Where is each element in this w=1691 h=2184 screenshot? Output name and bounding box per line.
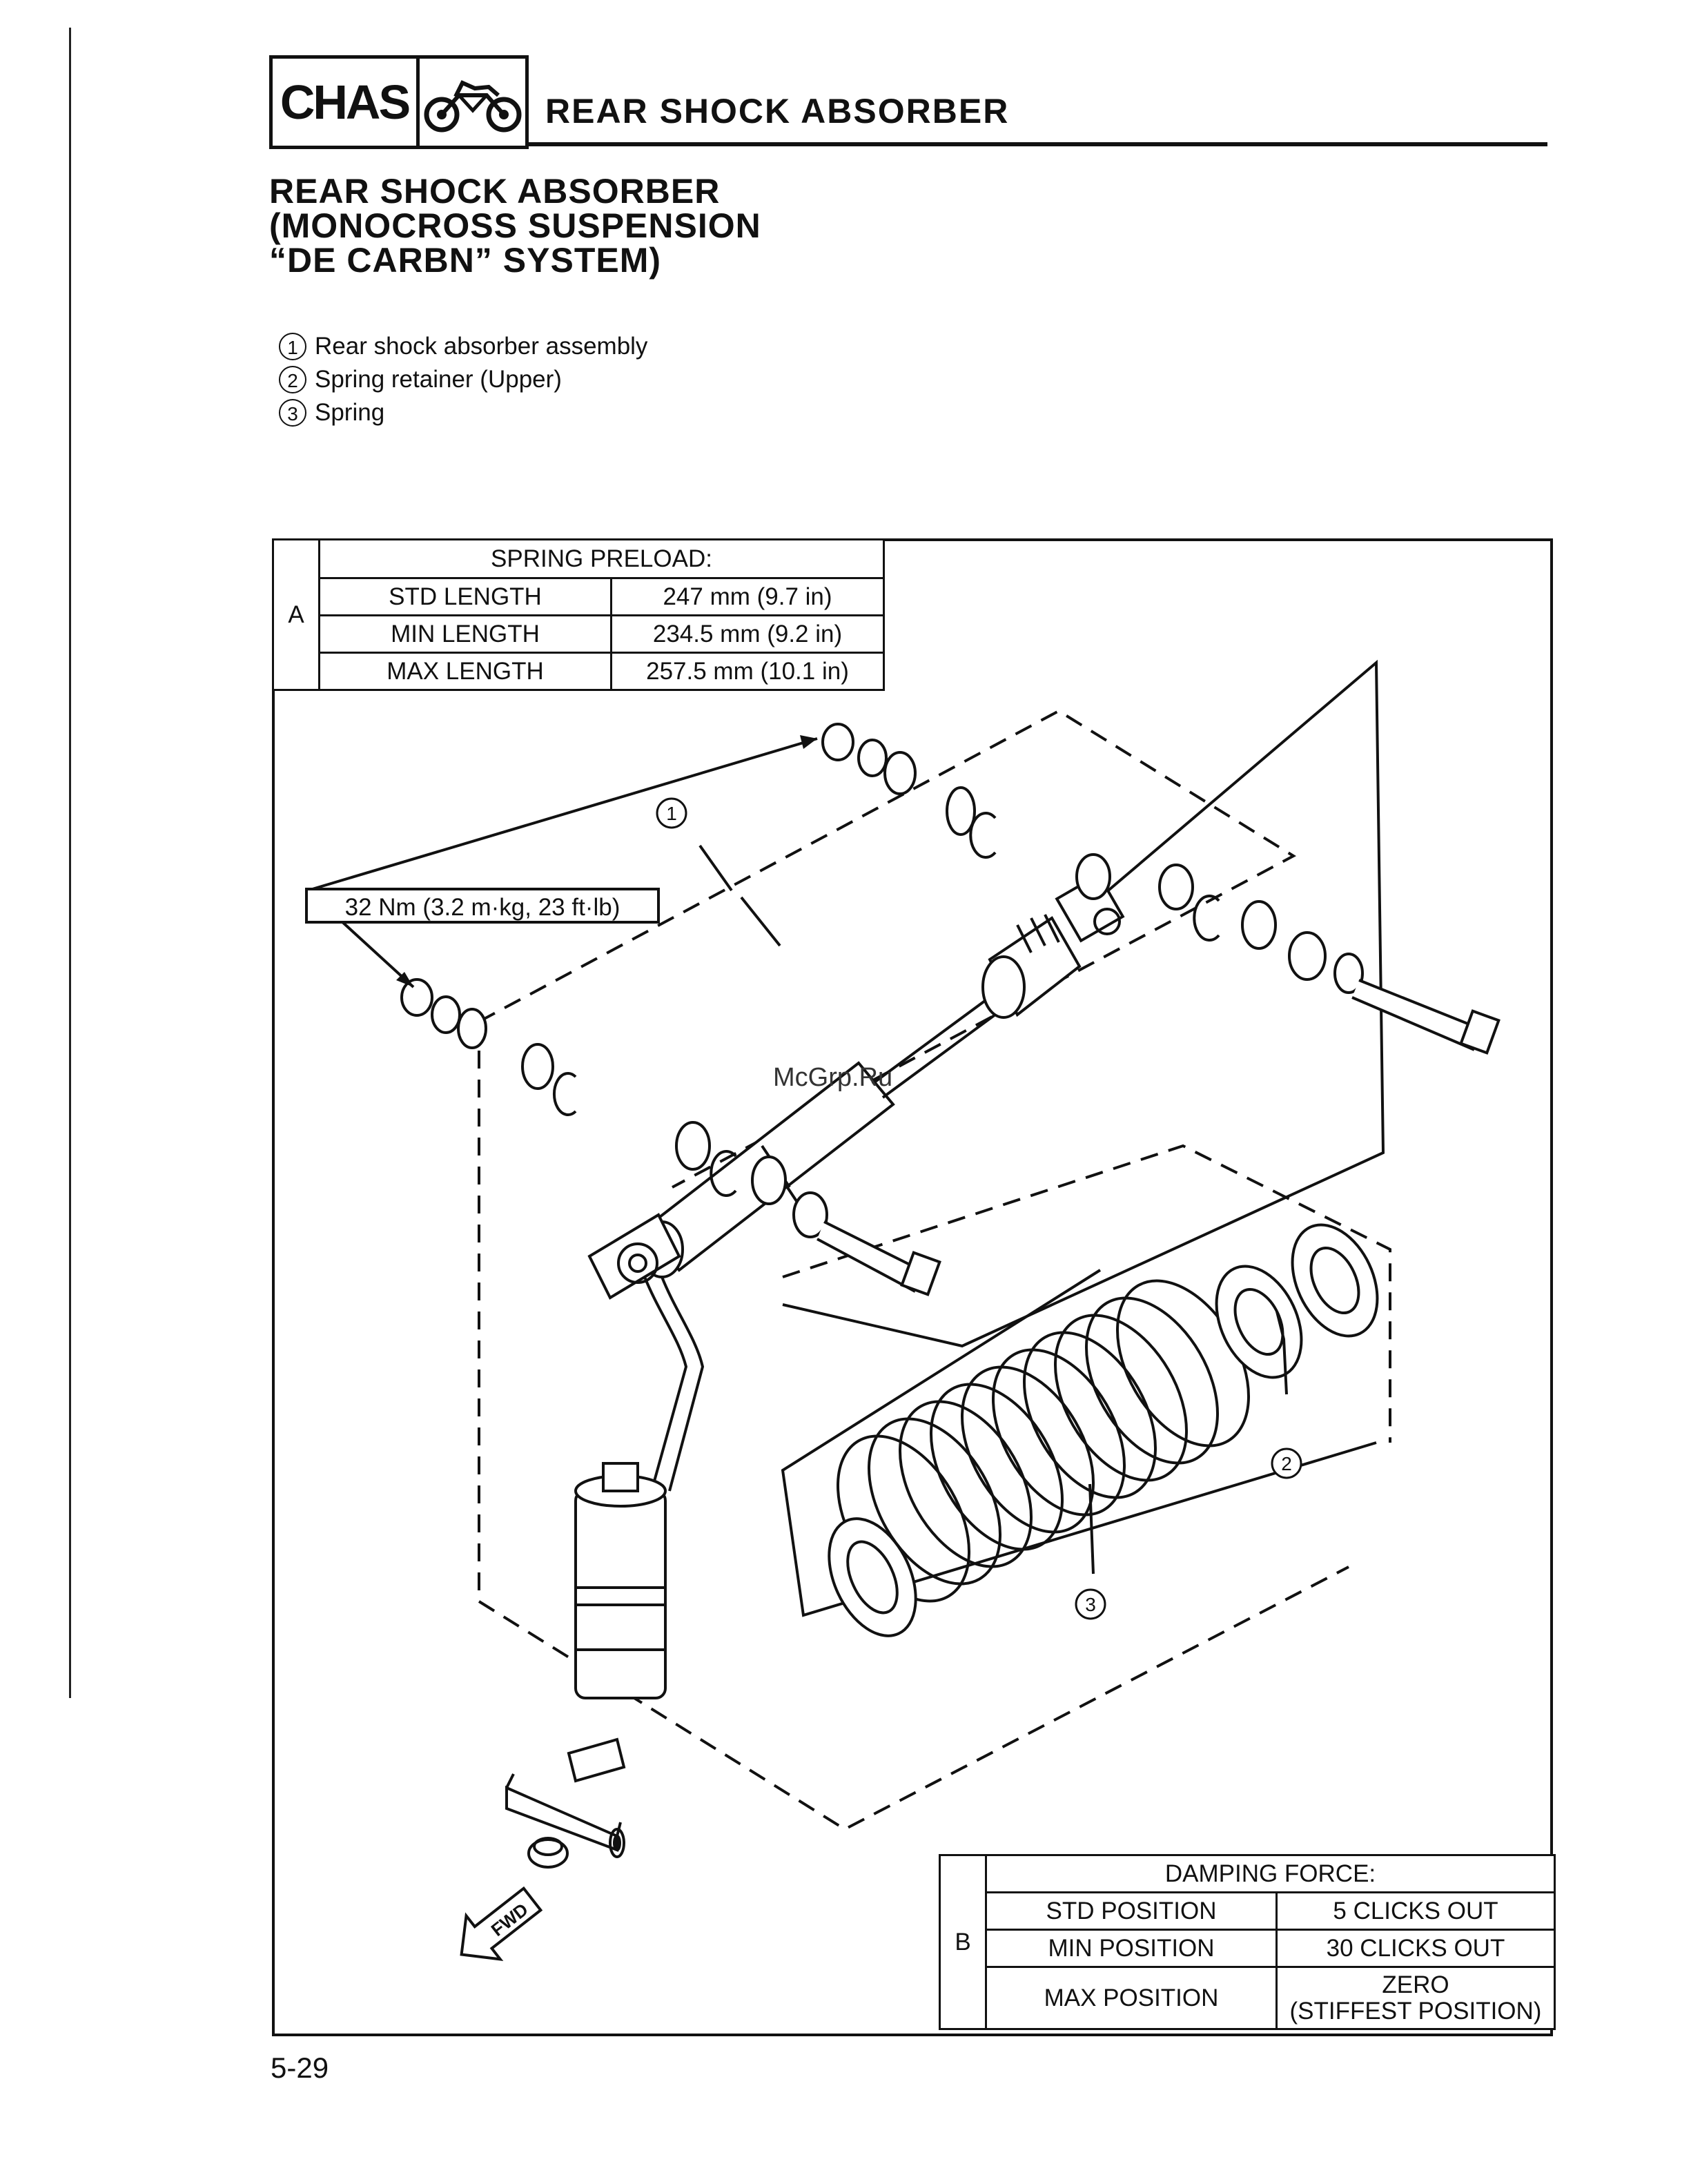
table-row: MAX LENGTH 257.5 mm (10.1 in)	[273, 652, 885, 691]
section-title-line1: REAR SHOCK ABSORBER	[269, 172, 721, 211]
table-b-letter: B	[939, 1854, 987, 2030]
fwd-arrow-icon: FWD	[460, 1886, 543, 1961]
section-title-line3: “DE CARBN” SYSTEM)	[269, 241, 662, 280]
upper-hardware	[821, 723, 1501, 1055]
shock-outline	[478, 709, 1297, 1189]
lower-hardware	[400, 978, 941, 1296]
svg-text:2: 2	[1281, 1453, 1292, 1474]
legend-label: Rear shock absorber assembly	[315, 333, 648, 360]
legend-label: Spring	[315, 399, 385, 426]
callout-1: 1	[656, 797, 687, 829]
section-title-line2: (MONOCROSS SUSPENSION	[269, 206, 761, 245]
damping-force-table: B DAMPING FORCE: STD POSITION 5 CLICKS O…	[939, 1854, 1556, 2030]
table-row: MAX POSITION ZERO (STIFFEST POSITION)	[940, 1966, 1556, 2030]
callout-number: 1	[279, 333, 306, 360]
parts-legend: 1 Rear shock absorber assembly 2 Spring …	[279, 330, 647, 429]
callout-number: 3	[279, 399, 306, 427]
page-number: 5-29	[271, 2051, 329, 2084]
legend-label: Spring retainer (Upper)	[315, 366, 562, 393]
callout-3: 3	[1075, 1588, 1106, 1620]
legend-item: 1 Rear shock absorber assembly	[279, 330, 647, 363]
svg-text:1: 1	[666, 803, 677, 824]
section-code: CHAS	[273, 59, 420, 146]
motorcycle-icon	[420, 59, 525, 146]
watermark: McGrp.Ru	[773, 1063, 893, 1092]
table-row: MIN POSITION 30 CLICKS OUT	[940, 1929, 1556, 1968]
diagram-frame	[272, 538, 1553, 2036]
table-row: STD LENGTH 247 mm (9.7 in)	[273, 577, 885, 616]
table-b-heading: DAMPING FORCE:	[985, 1854, 1556, 1893]
torque-label: 32 Nm (3.2 m·kg, 23 ft·lb)	[345, 894, 620, 921]
lower-eye	[587, 1213, 681, 1300]
header-rule	[529, 142, 1547, 146]
max-position-note: (STIFFEST POSITION)	[1289, 1997, 1542, 2025]
section-title: REAR SHOCK ABSORBER (MONOCROSS SUSPENSIO…	[269, 174, 761, 277]
table-a-letter: A	[272, 538, 320, 691]
svg-text:3: 3	[1085, 1594, 1096, 1615]
table-row: MIN LENGTH 234.5 mm (9.2 in)	[273, 614, 885, 654]
assembly-outline	[478, 1022, 1349, 1831]
section-badge: CHAS	[269, 55, 529, 149]
legend-item: 2 Spring retainer (Upper)	[279, 363, 647, 396]
callout-2: 2	[1271, 1447, 1302, 1479]
clip-parts	[505, 1737, 626, 1869]
reservoir	[574, 1462, 667, 1699]
spring-retainers	[828, 1223, 1379, 1637]
spring-preload-table: A SPRING PRELOAD: STD LENGTH 247 mm (9.7…	[272, 538, 885, 691]
header-title: REAR SHOCK ABSORBER	[545, 92, 1010, 130]
callout-number: 2	[279, 366, 306, 393]
table-a-heading: SPRING PRELOAD:	[318, 538, 885, 579]
binding-rule	[69, 28, 71, 1698]
legend-item: 3 Spring	[279, 396, 647, 429]
exploded-diagram: 32 Nm (3.2 m·kg, 23 ft·lb) 1 2 3 FWD	[305, 659, 1501, 1961]
max-position-value: ZERO	[1382, 1971, 1449, 1998]
table-row: STD POSITION 5 CLICKS OUT	[940, 1891, 1556, 1931]
torque-box	[305, 888, 660, 924]
